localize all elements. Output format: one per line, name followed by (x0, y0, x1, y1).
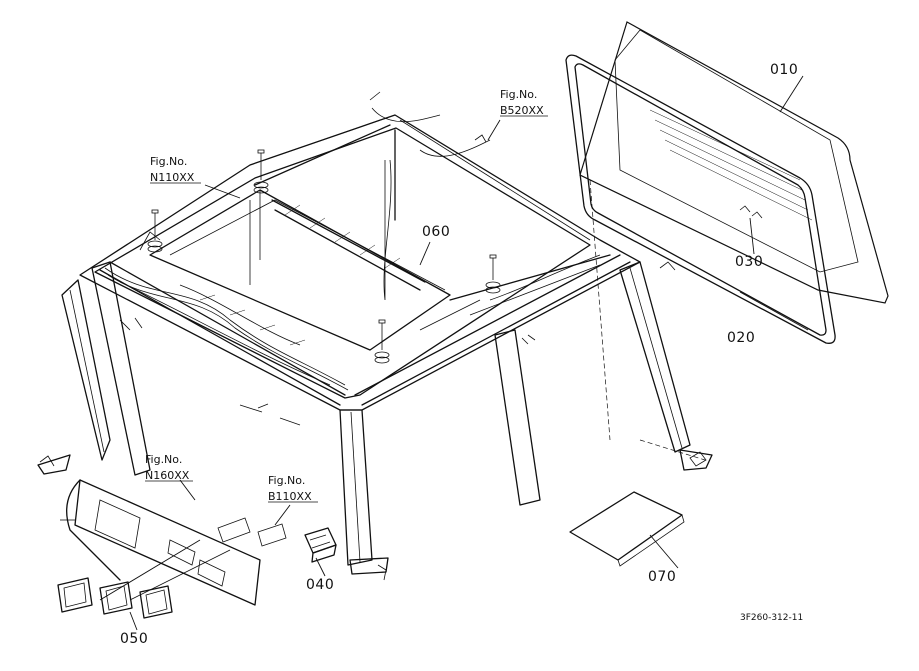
bolt-icon (374, 319, 390, 364)
fig-ref-n110: Fig.No. N110XX (150, 155, 201, 184)
fig-ref-n160-line2: N160XX (145, 469, 190, 482)
connector-icon (39, 134, 707, 581)
callout-030: 030 (735, 254, 763, 270)
switch-brackets (217, 517, 287, 547)
fig-ref-b520: Fig.No. B520XX (500, 88, 548, 117)
fig-ref-b520-line2: B520XX (500, 104, 544, 117)
bolt-icon (147, 209, 163, 253)
callout-070: 070 (648, 569, 676, 585)
callout-010: 010 (770, 62, 798, 78)
callout-050: 050 (120, 631, 148, 647)
callout-020: 020 (727, 330, 755, 346)
bolt-icon (485, 254, 501, 294)
callout-060: 060 (422, 224, 450, 240)
document-number: 3F260-312-11 (740, 613, 803, 623)
callout-040: 040 (306, 577, 334, 593)
fig-ref-n160: Fig.No. N160XX (145, 453, 193, 482)
console-panel (60, 479, 261, 606)
fig-ref-b110-line2: B110XX (268, 490, 312, 503)
fig-ref-n110-line2: N110XX (150, 171, 195, 184)
switch-bezel-050 (57, 577, 173, 619)
fig-ref-b110-line1: Fig.No. (268, 474, 305, 487)
fig-ref-b520-line1: Fig.No. (500, 88, 537, 101)
fig-ref-n160-line1: Fig.No. (145, 453, 182, 466)
rear-window-assembly (565, 21, 889, 344)
bolt-icon (253, 149, 269, 194)
leader-lines (129, 75, 809, 631)
manual-booklet-icon (569, 491, 685, 567)
fig-ref-n110-line1: Fig.No. (150, 155, 187, 168)
cab-frame (37, 91, 713, 581)
fig-ref-b110: Fig.No. B110XX (268, 474, 318, 503)
rocker-switch-icon (304, 527, 337, 563)
